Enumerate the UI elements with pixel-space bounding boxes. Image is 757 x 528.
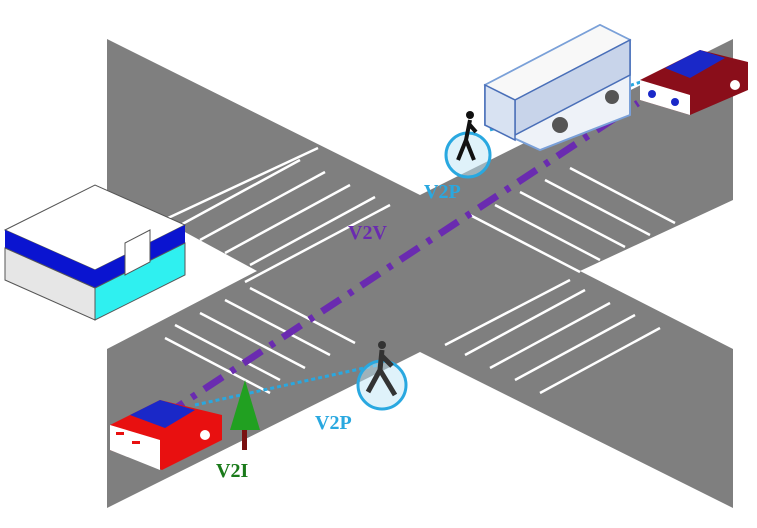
v2p-label-bottom: V2P bbox=[315, 412, 352, 434]
car-bottom-left bbox=[110, 400, 222, 470]
v2i-label: V2I bbox=[216, 460, 249, 482]
v2p-link-bottom bbox=[194, 363, 379, 407]
pedestrian-bottom bbox=[356, 341, 408, 411]
crosswalks bbox=[164, 146, 676, 395]
v2p-label-top: V2P bbox=[424, 181, 461, 203]
roadside-unit-tree-icon bbox=[230, 380, 260, 450]
v2v-label: V2V bbox=[348, 222, 387, 244]
pedestrian-top bbox=[444, 111, 492, 179]
v2v-link bbox=[163, 100, 640, 418]
building bbox=[3, 184, 187, 321]
car-top-right bbox=[640, 50, 748, 115]
bus bbox=[483, 23, 632, 152]
